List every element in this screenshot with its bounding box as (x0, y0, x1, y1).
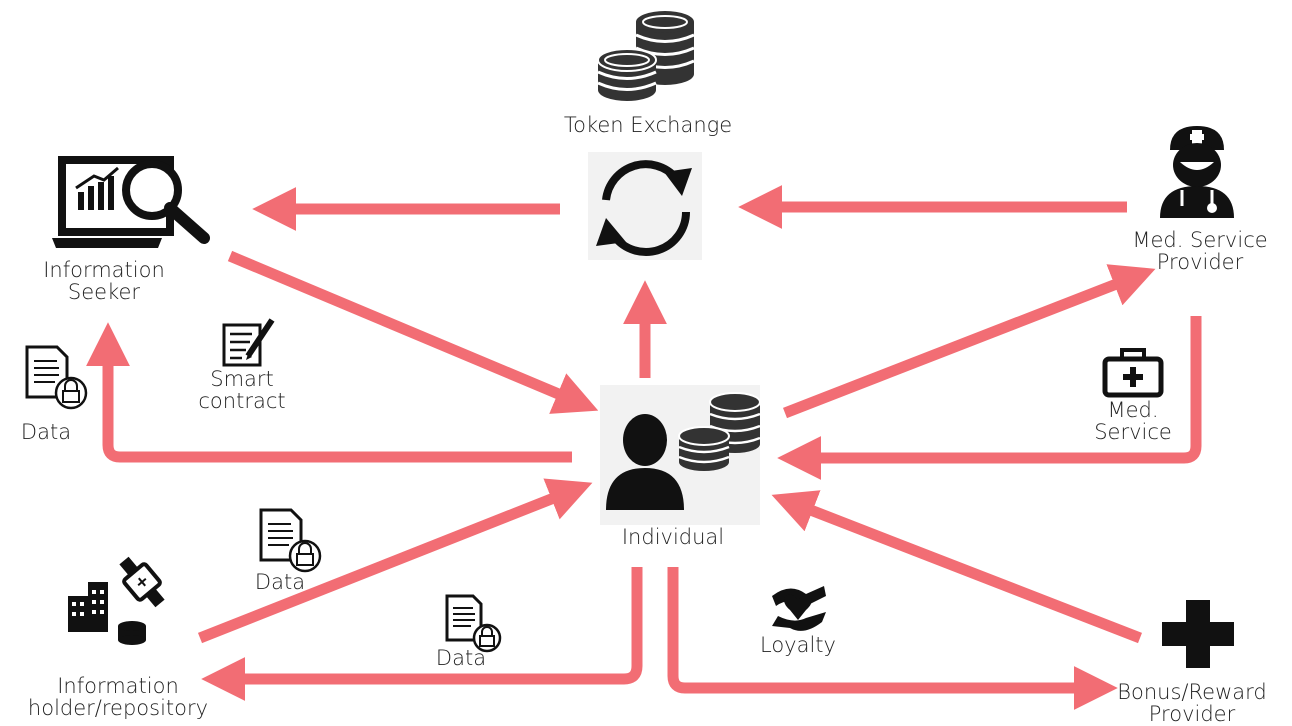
bonus-reward-provider-label: Bonus/Reward Provider (1102, 681, 1282, 725)
arrow-individual-to-bonus (667, 567, 1118, 710)
smart-contract-label-line2: contract (198, 389, 286, 413)
arrow-individual-to-provider (783, 264, 1156, 419)
med-service-label: Med. Service (1073, 399, 1193, 443)
loyalty-label: Loyalty (760, 633, 836, 657)
arrow-individual-to-seeker (86, 322, 572, 463)
information-seeker-label: Information Seeker (14, 259, 194, 303)
smart-contract-label: Smart contract (182, 368, 302, 412)
connector-arrows (86, 185, 1202, 710)
document-lock-icon (25, 345, 88, 410)
sync-icon (588, 152, 702, 260)
data-left-label: Data (20, 420, 72, 444)
information-holder-label-line1: Information (57, 674, 179, 698)
database-icon (118, 621, 146, 645)
contract-pen-icon (222, 318, 275, 367)
doctor-icon (1160, 126, 1234, 218)
med-service-label-line1: Med. (1107, 398, 1159, 422)
arrow-provider-to-individual (777, 316, 1202, 480)
smartwatch-icon (119, 556, 165, 608)
information-seeker-label-line2: Seeker (67, 280, 141, 304)
med-service-label-line2: Service (1094, 420, 1172, 444)
document-lock-icon (259, 508, 322, 573)
med-service-provider-label-line1: Med. Service (1132, 228, 1268, 252)
token-exchange-label: Token Exchange (563, 113, 733, 137)
arrow-individual-to-holder (201, 567, 643, 701)
individual-label: Individual (621, 525, 725, 549)
med-service-provider-label: Med. Service Provider (1110, 229, 1290, 273)
information-holder-label: Information holder/repository (18, 675, 218, 719)
data-mid-label: Data (254, 570, 306, 594)
buildings-icon (68, 582, 108, 632)
arrow-holder-to-individual (197, 478, 593, 644)
coin-stack-icon (597, 11, 695, 101)
med-service-provider-label-line2: Provider (1156, 250, 1244, 274)
laptop-analytics-icon (52, 156, 210, 248)
information-holder-label-line2: holder/repository (27, 696, 209, 720)
bonus-reward-provider-label-line1: Bonus/Reward (1117, 680, 1267, 704)
medkit-icon (1102, 348, 1164, 398)
smart-contract-label-line1: Smart (210, 367, 274, 391)
data-bottom-label: Data (435, 646, 487, 670)
arrow-bonus-to-individual (771, 490, 1142, 644)
heart-hands-icon (772, 586, 826, 631)
bonus-reward-provider-label-line2: Provider (1148, 702, 1236, 726)
arrow-seeker-to-individual (227, 250, 599, 414)
information-seeker-label-line1: Information (43, 258, 165, 282)
person-with-coins-icon (600, 385, 761, 525)
document-lock-icon (445, 594, 502, 653)
medical-cross-icon (1162, 600, 1234, 668)
